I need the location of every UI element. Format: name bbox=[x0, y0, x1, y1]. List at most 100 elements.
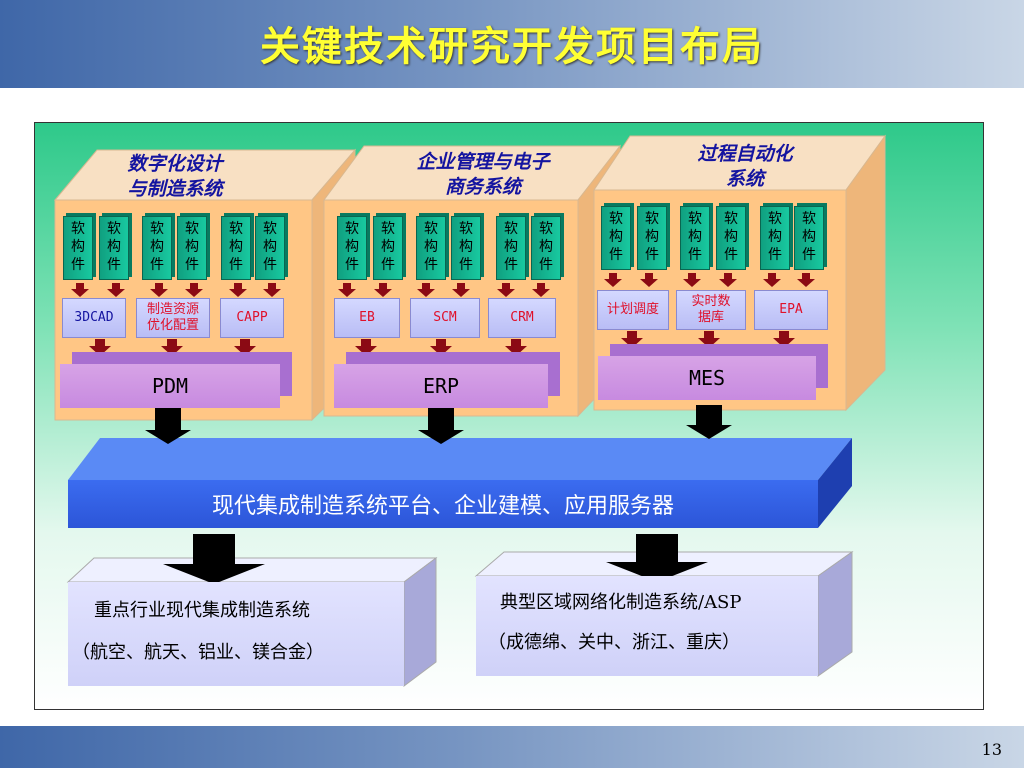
module-2-header-line2: 商务系统 bbox=[444, 176, 521, 198]
software-component-block: 软构件 bbox=[177, 216, 207, 280]
system-pdm: PDM bbox=[60, 364, 280, 408]
platform-top bbox=[68, 438, 852, 480]
soft-char: 构 bbox=[150, 239, 164, 255]
soft-char: 软 bbox=[645, 211, 659, 227]
soft-char: 软 bbox=[459, 221, 473, 237]
footer-bar bbox=[0, 726, 1024, 768]
soft-char: 构 bbox=[539, 239, 553, 255]
software-component-block: 软构件 bbox=[373, 216, 403, 280]
soft-char: 件 bbox=[381, 257, 395, 273]
arrow-mes-platform bbox=[686, 405, 732, 439]
soft-char: 件 bbox=[459, 257, 473, 273]
soft-char: 件 bbox=[768, 247, 782, 263]
soft-char: 构 bbox=[345, 239, 359, 255]
component-resource-config: 制造资源 优化配置 bbox=[136, 298, 210, 338]
soft-char: 软 bbox=[802, 211, 816, 227]
soft-char: 件 bbox=[724, 247, 738, 263]
title-bar bbox=[0, 0, 1024, 88]
module-1-header-line1: 数字化设计 bbox=[127, 153, 223, 175]
arrow-platform-output-1 bbox=[163, 534, 265, 584]
output-box-1: 重点行业现代集成制造系统 （航空、航天、铝业、镁合金） bbox=[68, 582, 404, 686]
soft-char: 件 bbox=[71, 257, 85, 273]
page-number: 13 bbox=[981, 740, 1002, 759]
soft-char: 软 bbox=[688, 211, 702, 227]
soft-char: 构 bbox=[424, 239, 438, 255]
soft-char: 软 bbox=[381, 221, 395, 237]
software-component-block: 软构件 bbox=[63, 216, 93, 280]
output-2-line1: 典型区域网络化制造系统/ASP bbox=[500, 592, 742, 613]
soft-char: 构 bbox=[768, 229, 782, 245]
component-epa: EPA bbox=[754, 290, 828, 330]
output-2-line2: （成德绵、关中、浙江、重庆） bbox=[488, 632, 740, 653]
component-3dcad: 3DCAD bbox=[62, 298, 126, 338]
software-component-block: 软构件 bbox=[531, 216, 561, 280]
soft-char: 软 bbox=[609, 211, 623, 227]
soft-char: 软 bbox=[263, 221, 277, 237]
soft-char: 软 bbox=[424, 221, 438, 237]
system-to-platform-arrows bbox=[145, 405, 732, 584]
software-component-block: 软构件 bbox=[451, 216, 481, 280]
soft-char: 件 bbox=[150, 257, 164, 273]
soft-char: 件 bbox=[802, 247, 816, 263]
soft-char: 构 bbox=[71, 239, 85, 255]
software-component-block: 软构件 bbox=[99, 216, 129, 280]
platform-side bbox=[818, 438, 852, 528]
soft-char: 件 bbox=[539, 257, 553, 273]
module-3-header-line2: 系统 bbox=[725, 168, 764, 190]
software-component-block: 软构件 bbox=[794, 206, 824, 270]
output-1-line2: （航空、航天、铝业、镁合金） bbox=[72, 642, 324, 663]
output-box-1-side bbox=[403, 557, 437, 687]
component-crm: CRM bbox=[488, 298, 556, 338]
soft-char: 软 bbox=[150, 221, 164, 237]
arrow-erp-platform bbox=[418, 408, 464, 444]
module-2-header: 企业管理与电子 商务系统 bbox=[388, 150, 578, 200]
system-erp: ERP bbox=[334, 364, 548, 408]
software-component-block: 软构件 bbox=[142, 216, 172, 280]
soft-char: 软 bbox=[724, 211, 738, 227]
software-component-block: 软构件 bbox=[416, 216, 446, 280]
soft-char: 构 bbox=[229, 239, 243, 255]
soft-char: 件 bbox=[263, 257, 277, 273]
component-eb: EB bbox=[334, 298, 400, 338]
soft-char: 软 bbox=[107, 221, 121, 237]
soft-char: 件 bbox=[424, 257, 438, 273]
software-component-block: 软构件 bbox=[496, 216, 526, 280]
output-box-2-side bbox=[817, 551, 853, 677]
soft-char: 件 bbox=[185, 257, 199, 273]
soft-char: 件 bbox=[107, 257, 121, 273]
software-component-block: 软构件 bbox=[716, 206, 746, 270]
soft-char: 件 bbox=[504, 257, 518, 273]
component-capp: CAPP bbox=[220, 298, 284, 338]
software-component-block: 软构件 bbox=[221, 216, 251, 280]
soft-char: 构 bbox=[688, 229, 702, 245]
soft-char: 构 bbox=[381, 239, 395, 255]
soft-char: 件 bbox=[645, 247, 659, 263]
soft-char: 软 bbox=[504, 221, 518, 237]
soft-char: 构 bbox=[185, 239, 199, 255]
soft-char: 构 bbox=[724, 229, 738, 245]
soft-char: 构 bbox=[609, 229, 623, 245]
soft-char: 软 bbox=[539, 221, 553, 237]
page-title: 关键技术研究开发项目布局 bbox=[260, 24, 764, 70]
output-1-line1: 重点行业现代集成制造系统 bbox=[94, 600, 310, 621]
soft-char: 构 bbox=[802, 229, 816, 245]
arrow-platform-output-2 bbox=[606, 534, 708, 582]
soft-char: 软 bbox=[345, 221, 359, 237]
soft-char: 软 bbox=[768, 211, 782, 227]
arrow-pdm-platform bbox=[145, 408, 191, 444]
soft-char: 软 bbox=[71, 221, 85, 237]
soft-char: 件 bbox=[688, 247, 702, 263]
component-scheduling: 计划调度 bbox=[597, 290, 669, 330]
soft-char: 件 bbox=[345, 257, 359, 273]
soft-char: 构 bbox=[107, 239, 121, 255]
software-component-block: 软构件 bbox=[255, 216, 285, 280]
output-box-1-top bbox=[66, 557, 438, 583]
soft-char: 构 bbox=[459, 239, 473, 255]
software-component-block: 软构件 bbox=[680, 206, 710, 270]
module-2-header-line1: 企业管理与电子 bbox=[416, 151, 550, 173]
software-component-block: 软构件 bbox=[601, 206, 631, 270]
software-component-block: 软构件 bbox=[760, 206, 790, 270]
component-scm: SCM bbox=[410, 298, 480, 338]
soft-char: 构 bbox=[504, 239, 518, 255]
module-1-header: 数字化设计 与制造系统 bbox=[85, 152, 265, 202]
